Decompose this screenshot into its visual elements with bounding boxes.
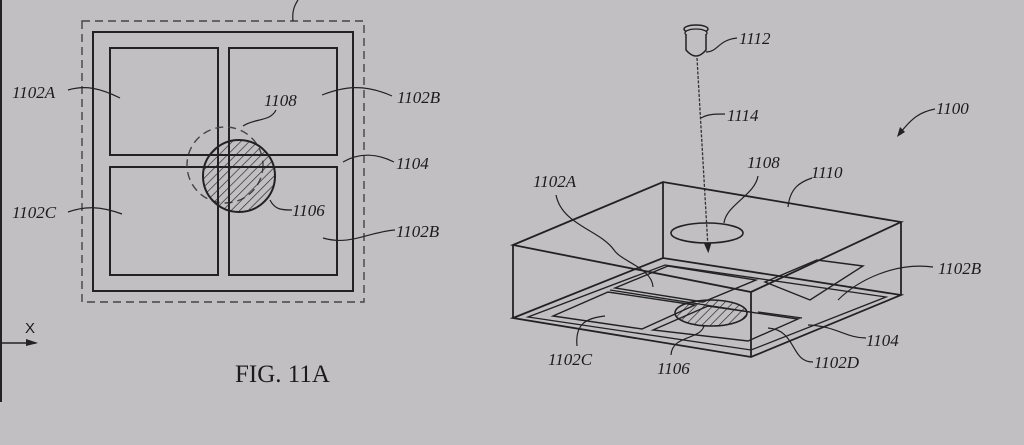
label-1114: 1114 <box>727 106 759 125</box>
leader-1102a-perspective <box>555 194 654 288</box>
leader-1106-perspective <box>670 325 705 356</box>
leader-1114 <box>700 113 726 119</box>
figure-title: FIG. 11A <box>235 361 330 388</box>
leader-1110 <box>787 177 813 208</box>
leader-1102b-perspective <box>837 265 934 301</box>
leader-1102b-top <box>321 87 393 97</box>
top-view-diagram: 1102A 1102B 1108 1104 1106 1102C 1102B <box>12 0 441 303</box>
light-source-icon <box>683 24 709 57</box>
label-1108-perspective: 1108 <box>747 153 780 172</box>
leader-1102a <box>67 87 121 99</box>
leader-1102c-perspective <box>576 315 606 347</box>
axis-indicator: X <box>0 0 38 402</box>
label-1106-perspective: 1106 <box>657 359 690 378</box>
pixel-cell-b-bottom <box>228 166 338 276</box>
pixel-cell-c <box>109 166 219 276</box>
leader-1112 <box>705 37 738 53</box>
leader-1102c <box>67 207 123 215</box>
label-1100: 1100 <box>936 99 969 118</box>
beam-1114 <box>696 57 712 254</box>
leader-1106 <box>269 199 293 211</box>
leader-1102b-bottom <box>322 229 396 242</box>
dashed-boundary <box>81 20 365 303</box>
spot-1108 <box>670 222 744 244</box>
cell-1102a <box>612 265 759 303</box>
label-1102c-perspective: 1102C <box>548 350 593 369</box>
label-1110: 1110 <box>811 163 843 182</box>
leader-1104-perspective <box>807 324 867 339</box>
leader-line-top <box>292 0 299 22</box>
leader-1102d <box>767 327 814 363</box>
label-1104: 1104 <box>396 154 429 173</box>
label-1102c: 1102C <box>12 203 57 222</box>
label-1112: 1112 <box>739 29 771 48</box>
leader-1108-perspective <box>723 175 759 224</box>
label-1104-perspective: 1104 <box>866 331 899 350</box>
grid-base <box>509 257 905 358</box>
pixel-cell-a <box>109 47 219 156</box>
arrow-1100-icon <box>897 127 905 137</box>
label-1108: 1108 <box>264 91 297 110</box>
cell-1102b <box>763 259 865 301</box>
leader-1100 <box>900 108 936 133</box>
block-top-face <box>509 181 905 293</box>
x-axis-label: X <box>25 320 35 337</box>
label-1102d: 1102D <box>814 353 860 372</box>
perspective-view-diagram: 1112 1114 1100 <box>509 24 982 378</box>
label-1102a-perspective: 1102A <box>533 172 577 191</box>
pixel-cell-b-top <box>228 47 338 156</box>
label-1102b-bottom: 1102B <box>396 222 440 241</box>
hatched-region-1106-perspective <box>674 299 748 327</box>
hatched-region-1106 <box>202 139 276 213</box>
label-1106: 1106 <box>292 201 325 220</box>
x-axis-arrow-icon <box>26 339 38 346</box>
label-1102a: 1102A <box>12 83 56 102</box>
label-1102b-top: 1102B <box>397 88 441 107</box>
grid-frame <box>92 31 354 292</box>
leader-1108 <box>242 109 277 127</box>
leader-1104 <box>342 154 395 163</box>
label-1102b-perspective: 1102B <box>938 259 982 278</box>
